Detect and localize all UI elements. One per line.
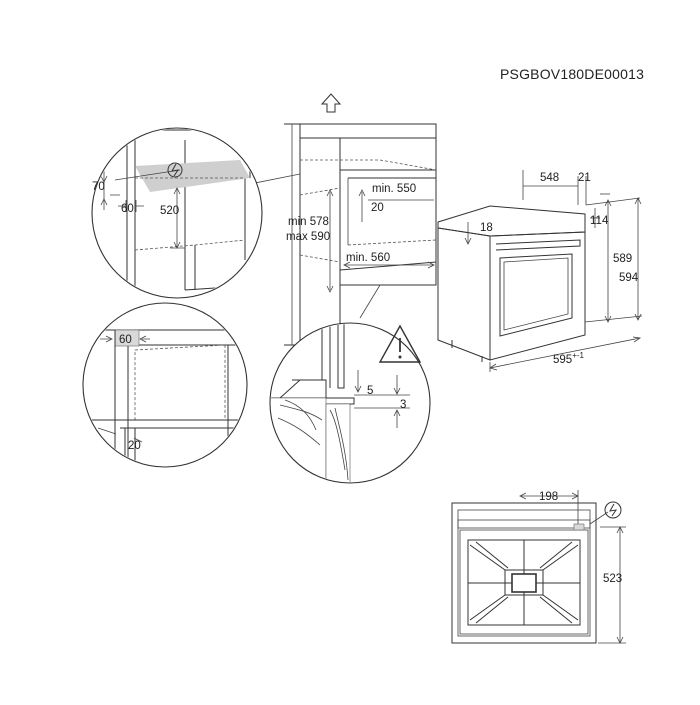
dim-70-label: 70 (92, 181, 105, 193)
min-578-label: min 578 (288, 216, 329, 228)
reference-code: PSGBOV180DE00013 (500, 66, 645, 82)
dim-198-label: 198 (539, 491, 558, 503)
dim-20-mid-label: 20 (128, 440, 141, 452)
dim-594-label: 594 (619, 272, 639, 284)
dim-523-label: 523 (603, 573, 622, 585)
electric-power-icon (604, 501, 622, 519)
dim-114-label: 114 (590, 215, 609, 227)
dim-548-label: 548 (540, 172, 559, 184)
detail-mid-left: 60 20 (82, 302, 248, 468)
min-550-label: min. 550 (372, 183, 416, 195)
electric-power-icon (167, 162, 183, 178)
max-590-label: max 590 (286, 231, 330, 243)
oven-drawing: 548 21 18 114 589 594 595+-1 (437, 170, 643, 372)
oven-back-view: 198 523 (451, 490, 626, 644)
up-arrow-icon (320, 93, 342, 113)
cabinet-drawing: min. 550 20 min 578 max 590 min. 560 (284, 123, 437, 346)
dim-21-label: 21 (578, 172, 591, 184)
detail-leader (249, 173, 301, 185)
dim-5-label: 5 (367, 385, 373, 397)
detail-bottom-center: 5 3 (269, 322, 431, 484)
detail-top-left: 70 60 520 (91, 127, 263, 299)
dim-18-label: 18 (480, 222, 493, 234)
detail-leader-bottom (359, 284, 381, 319)
min-560-label: min. 560 (346, 252, 390, 264)
dim-60-mid-label: 60 (119, 334, 132, 346)
dim-3-label: 3 (400, 399, 406, 411)
dim-520-label: 520 (160, 205, 179, 217)
dim-589-label: 589 (613, 253, 632, 265)
warning-triangle-icon (378, 324, 422, 363)
dim-595-label: 595+-1 (553, 351, 585, 366)
dim-20-label: 20 (371, 202, 384, 214)
dim-60-label: 60 (121, 203, 134, 215)
